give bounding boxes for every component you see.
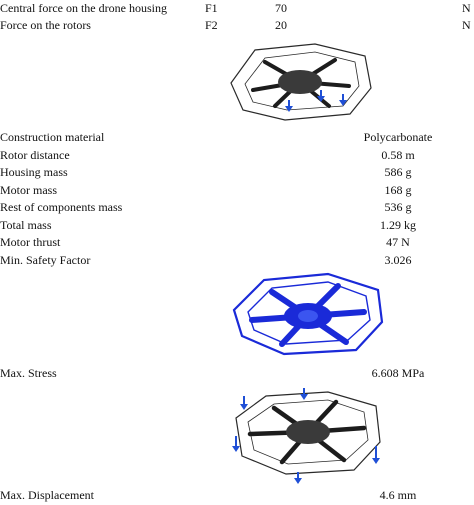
property-label: Motor mass bbox=[0, 183, 57, 197]
property-row: Rotor distance 0.58 m bbox=[0, 147, 474, 163]
property-row: Housing mass 586 g bbox=[0, 164, 474, 180]
property-row: Motor thrust 47 N bbox=[0, 234, 474, 250]
load-unit: N bbox=[462, 1, 471, 15]
property-value: 586 g bbox=[384, 165, 412, 179]
property-value: 47 N bbox=[386, 235, 410, 249]
load-value: 70 bbox=[275, 1, 287, 15]
result-row-stress: Max. Stress 6.608 MPa bbox=[0, 365, 474, 381]
result-value: 4.6 mm bbox=[379, 488, 417, 502]
load-label: Force on the rotors bbox=[0, 18, 91, 32]
property-label: Housing mass bbox=[0, 165, 68, 179]
stress-plot-figure bbox=[232, 272, 384, 356]
load-row-central-force: Central force on the drone housing F1 70… bbox=[0, 0, 474, 16]
property-label: Rest of components mass bbox=[0, 200, 123, 214]
property-value: Polycarbonate bbox=[363, 130, 433, 144]
result-row-displacement: Max. Displacement 4.6 mm bbox=[0, 487, 474, 503]
load-value: 20 bbox=[275, 18, 287, 32]
property-value: 0.58 m bbox=[381, 148, 415, 162]
result-label: Max. Displacement bbox=[0, 488, 94, 502]
load-model-figure bbox=[230, 43, 372, 121]
property-label: Min. Safety Factor bbox=[0, 253, 91, 267]
property-row: Total mass 1.29 kg bbox=[0, 217, 474, 233]
load-symbol: F1 bbox=[205, 1, 218, 15]
property-value: 168 g bbox=[384, 183, 412, 197]
property-label: Rotor distance bbox=[0, 148, 70, 162]
property-row: Min. Safety Factor 3.026 bbox=[0, 252, 474, 268]
property-value: 1.29 kg bbox=[380, 218, 416, 232]
load-unit: N bbox=[462, 18, 471, 32]
property-value: 3.026 bbox=[384, 253, 412, 267]
result-value: 6.608 MPa bbox=[371, 366, 425, 380]
property-row: Rest of components mass 536 g bbox=[0, 199, 474, 215]
property-label: Motor thrust bbox=[0, 235, 61, 249]
load-row-rotor-force: Force on the rotors F2 20 N bbox=[0, 17, 474, 33]
load-label: Central force on the drone housing bbox=[0, 1, 167, 15]
property-row: Construction material Polycarbonate bbox=[0, 129, 474, 145]
property-label: Total mass bbox=[0, 218, 52, 232]
result-label: Max. Stress bbox=[0, 366, 57, 380]
displacement-plot-figure bbox=[232, 388, 381, 484]
property-label: Construction material bbox=[0, 130, 105, 144]
load-symbol: F2 bbox=[205, 18, 218, 32]
property-value: 536 g bbox=[384, 200, 412, 214]
property-row: Motor mass 168 g bbox=[0, 182, 474, 198]
